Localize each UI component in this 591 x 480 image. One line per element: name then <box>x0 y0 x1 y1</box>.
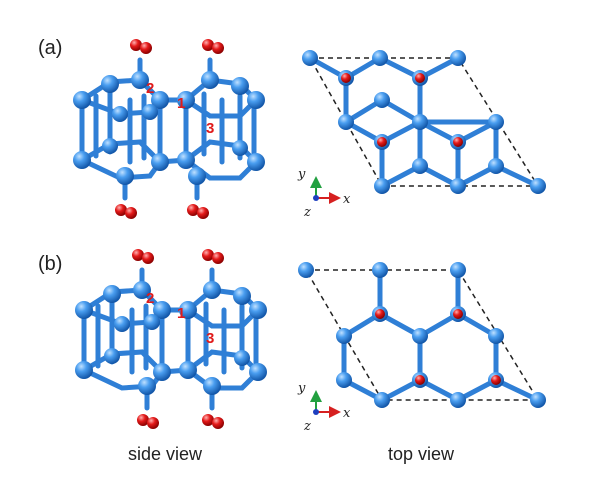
x-axis-label: x <box>343 406 351 421</box>
unit-cell-b <box>304 269 540 401</box>
site-label-2-a: 2 <box>146 80 154 97</box>
top-view-b <box>298 262 546 408</box>
side-view-a-atoms <box>73 39 265 219</box>
z-axis-label: z <box>303 205 311 220</box>
site-label-3-b: 3 <box>206 330 214 347</box>
panel-label-b: (b) <box>38 253 62 275</box>
site-label-2-b: 2 <box>146 290 154 307</box>
z-axis-dot <box>313 409 319 415</box>
side-view-b-atoms <box>75 249 267 429</box>
z-axis-label: z <box>303 419 311 434</box>
caption-side-view: side view <box>128 444 203 464</box>
y-axis-label: y <box>297 381 306 396</box>
panel-label-a: (a) <box>38 37 62 59</box>
top-view-a <box>302 50 546 194</box>
site-label-1-b: 1 <box>177 305 185 322</box>
caption-top-view: top view <box>388 444 455 464</box>
site-label-1-a: 1 <box>177 95 185 112</box>
site-label-3-a: 3 <box>206 120 214 137</box>
panel-a: (a) <box>38 37 546 220</box>
panel-b: (b) <box>38 249 546 434</box>
axes-b: x y z <box>297 381 351 434</box>
y-axis-label: y <box>297 167 306 182</box>
z-axis-dot <box>313 195 319 201</box>
x-axis-label: x <box>343 192 351 207</box>
axes-a: x y z <box>297 167 351 220</box>
